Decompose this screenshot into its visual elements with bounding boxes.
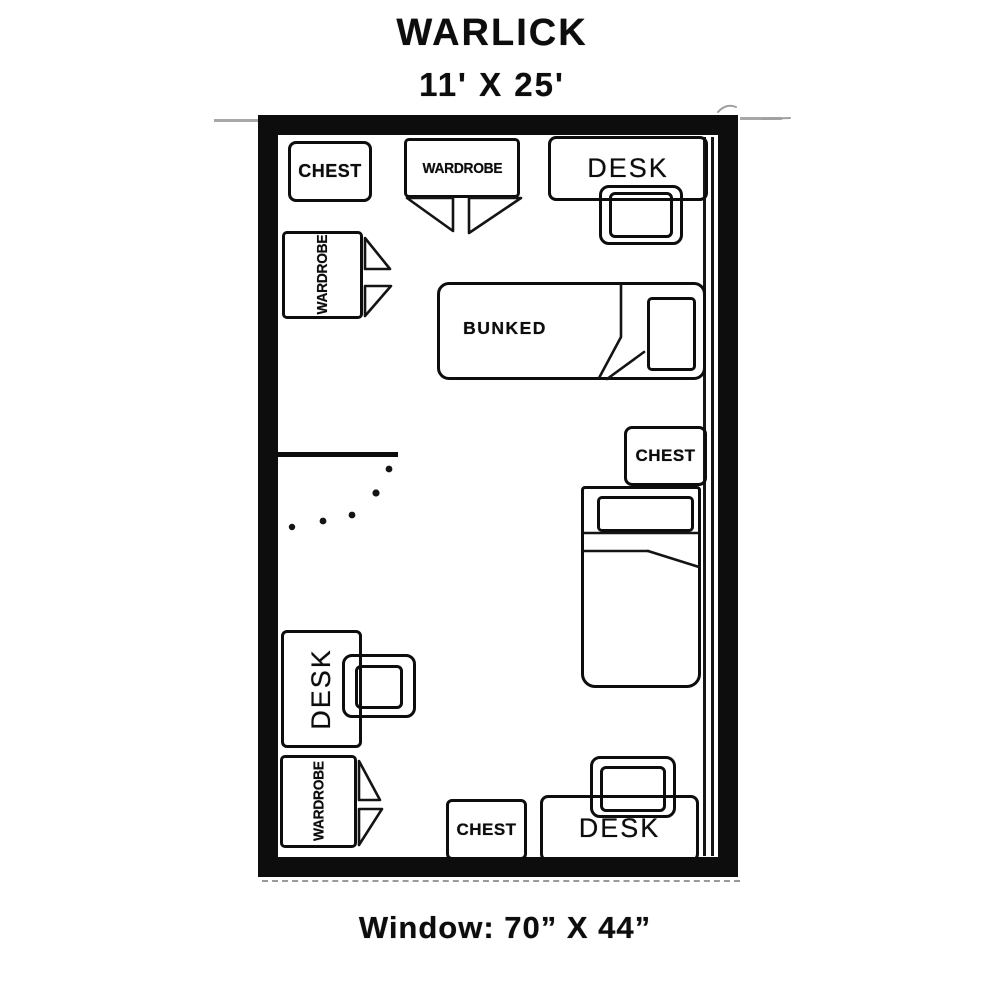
room-dimensions: 11' X 25' (419, 66, 565, 103)
wardrobe-left-upper (282, 231, 363, 319)
desk-top-right: DESK (548, 136, 708, 201)
room-walls (258, 115, 738, 877)
desk-bottom: DESK (540, 795, 699, 862)
window-marker-line-outer (703, 137, 706, 856)
chair-bottom-seat (600, 766, 666, 812)
wardrobe-left-lower (280, 755, 357, 848)
chair-top-right-seat (609, 192, 673, 238)
window-marker-line-inner (711, 137, 714, 856)
window-note: Window: 70” X 44” (358, 910, 652, 945)
desk-lower-left-label: DESK (305, 648, 336, 730)
chair-top-right (599, 185, 683, 245)
extension-tick-left (214, 119, 258, 122)
door (278, 452, 398, 457)
chest-top-left-label: CHEST (298, 161, 362, 181)
chair-lower-left (342, 654, 416, 718)
wardrobe-top: WARDROBE (404, 138, 520, 198)
extension-tick-right (740, 117, 782, 120)
bunked-bed-pillow (647, 297, 696, 371)
bunked-bed-labelwrap: BUNKED (445, 318, 565, 339)
bunked-bed (437, 282, 706, 380)
page-title: WARLICK (396, 12, 588, 54)
chair-lower-left-seat (355, 665, 403, 709)
wardrobe-top-label: WARDROBE (422, 159, 502, 177)
chair-bottom (590, 756, 676, 818)
desk-lower-left (281, 630, 362, 748)
wardrobe-left-upper-labelwrap: WARDROBE (312, 231, 332, 319)
chest-bottom: CHEST (446, 799, 527, 860)
desk-top-right-label: DESK (587, 153, 669, 183)
bed-right-lower (581, 486, 701, 688)
wardrobe-left-lower-labelwrap: WARDROBE (310, 755, 328, 848)
wardrobe-left-lower-label: WARDROBE (310, 761, 327, 841)
bed-right-lower-pillow (597, 496, 694, 532)
chest-right-middle-label: CHEST (635, 446, 696, 465)
scan-artifact-line (262, 880, 740, 882)
wardrobe-left-upper-label: WARDROBE (313, 235, 331, 315)
desk-bottom-label: DESK (578, 813, 661, 843)
chest-bottom-label: CHEST (456, 819, 517, 839)
chest-top-left: CHEST (288, 141, 372, 202)
bunked-bed-label: BUNKED (463, 318, 547, 338)
desk-lower-left-labelwrap: DESK (306, 630, 336, 748)
chest-right-middle: CHEST (624, 426, 707, 486)
